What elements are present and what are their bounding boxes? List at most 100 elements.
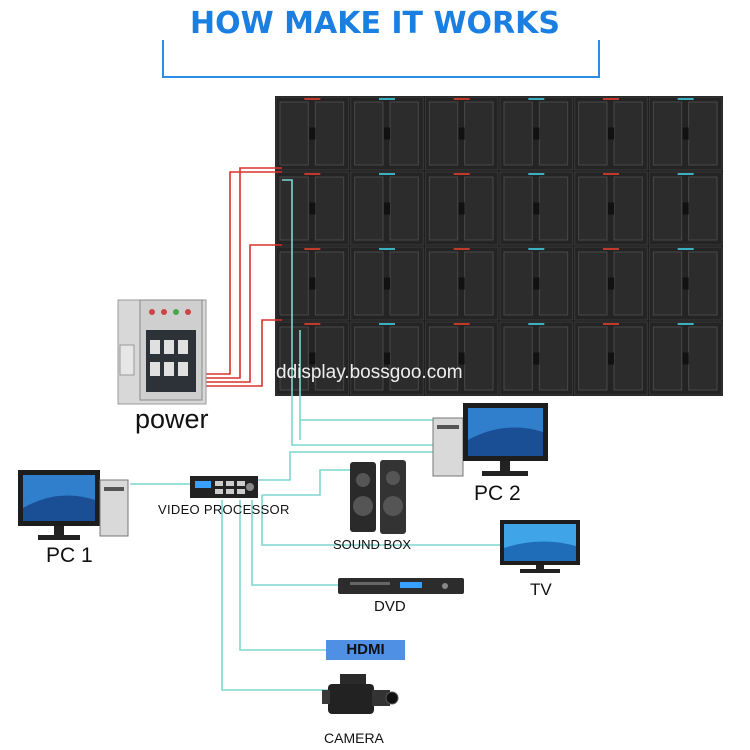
led-panel	[652, 101, 683, 166]
cabinet-indicator	[453, 98, 470, 100]
tv-set	[500, 520, 580, 573]
led-panel	[578, 101, 608, 166]
camera-label: CAMERA	[324, 730, 384, 746]
cabinet-connector	[384, 352, 390, 365]
led-panel	[538, 101, 569, 166]
cabinet-connector	[458, 202, 465, 215]
pc2-label: PC 2	[474, 482, 521, 505]
cabinet-connector	[533, 352, 540, 365]
led-panel	[279, 101, 309, 166]
led-panel	[503, 251, 533, 316]
cabinet-connector	[608, 202, 614, 215]
led-panel	[613, 176, 643, 241]
led-panel	[652, 176, 683, 241]
pc1-computer	[18, 470, 129, 540]
title-bracket	[162, 40, 600, 78]
cabinet-connector	[682, 277, 689, 290]
cabinet-indicator	[304, 98, 321, 100]
dvd-label: DVD	[374, 598, 406, 615]
led-panel	[314, 251, 345, 316]
led-panel	[503, 326, 533, 391]
cabinet-indicator	[304, 173, 321, 175]
led-panel	[613, 101, 643, 166]
cabinet-connector	[309, 127, 316, 140]
led-panel	[279, 176, 309, 241]
cabinet-connector	[682, 202, 689, 215]
led-panel	[354, 326, 384, 391]
cabinet-connector	[458, 352, 465, 365]
cabinet-indicator	[379, 248, 395, 250]
led-screen-wall	[275, 96, 723, 396]
cabinet-connector	[309, 277, 316, 290]
cabinet-connector	[533, 277, 540, 290]
sound-box-speakers	[350, 460, 406, 534]
led-panel	[314, 176, 345, 241]
power-label: power	[135, 404, 209, 434]
cabinet-indicator	[677, 98, 694, 100]
led-panel	[464, 326, 494, 391]
cabinet-indicator	[603, 98, 619, 100]
cabinet-indicator	[677, 248, 694, 250]
led-panel	[314, 326, 345, 391]
cabinet-connector	[682, 352, 689, 365]
page-title: HOW MAKE IT WORKS	[189, 6, 561, 41]
led-panel	[538, 176, 569, 241]
cabinet-connector	[682, 127, 689, 140]
led-panel	[354, 101, 384, 166]
led-panel	[688, 101, 718, 166]
cabinet-connector	[458, 127, 465, 140]
led-panel	[688, 326, 718, 391]
cabinet-connector	[309, 352, 316, 365]
led-panel	[279, 251, 309, 316]
cabinet-connector	[384, 127, 390, 140]
watermark-text: ddisplay.bossgoo.com	[276, 362, 463, 383]
cabinet-connector	[608, 352, 614, 365]
cabinet-indicator	[528, 98, 545, 100]
cabinet-connector	[533, 202, 540, 215]
power-cables	[205, 167, 282, 387]
hdmi-label: HDMI	[326, 640, 405, 660]
led-panel	[652, 251, 683, 316]
cabinet-indicator	[453, 248, 470, 250]
cabinet-indicator	[453, 323, 470, 325]
cabinet-connector	[384, 202, 390, 215]
led-panel	[389, 101, 419, 166]
cabinet-connector	[384, 277, 390, 290]
cabinet-indicator	[528, 173, 545, 175]
cabinet-indicator	[677, 173, 694, 175]
led-panel	[503, 101, 533, 166]
led-panel	[503, 176, 533, 241]
power-cabinet	[117, 299, 207, 405]
cabinet-connector	[309, 202, 316, 215]
led-panel	[538, 251, 569, 316]
led-panel	[428, 101, 459, 166]
signal-cables	[130, 179, 500, 691]
video-processor-label: VIDEO PROCESSOR	[158, 502, 290, 517]
cabinet-indicator	[528, 248, 545, 250]
led-panel	[354, 176, 384, 241]
cabinet-indicator	[677, 323, 694, 325]
cabinet-indicator	[603, 323, 619, 325]
cabinet-indicator	[304, 248, 321, 250]
led-panel	[578, 251, 608, 316]
led-panel	[538, 326, 569, 391]
cabinet-connector	[608, 127, 614, 140]
cabinet-indicator	[304, 323, 321, 325]
cabinet-indicator	[603, 248, 619, 250]
led-panel	[464, 176, 494, 241]
led-cabinet-grid	[275, 96, 723, 396]
led-panel	[428, 326, 459, 391]
led-panel	[354, 251, 384, 316]
cabinet-indicator	[528, 323, 545, 325]
cabinet-indicator	[603, 173, 619, 175]
sound-box-label: SOUND BOX	[333, 537, 412, 552]
cabinet-connector	[608, 277, 614, 290]
led-panel	[613, 251, 643, 316]
pc2-computer	[432, 403, 548, 477]
cabinet-indicator	[379, 173, 395, 175]
led-panel	[428, 251, 459, 316]
led-panel	[279, 326, 309, 391]
led-panel	[314, 101, 345, 166]
camera-device	[322, 674, 399, 714]
cabinet-indicator	[379, 98, 395, 100]
